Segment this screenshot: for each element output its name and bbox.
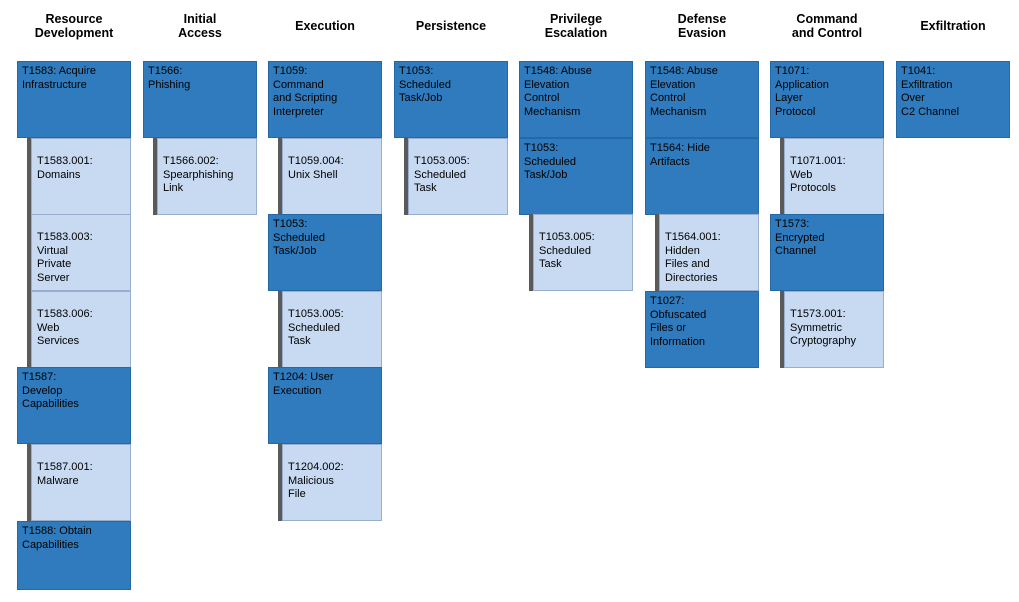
subtechnique-t1587-001[interactable]: T1587.001: Malware bbox=[31, 444, 131, 521]
subtechnique-rail bbox=[27, 138, 31, 368]
subtechnique-t1071-001[interactable]: T1071.001: Web Protocols bbox=[784, 138, 884, 215]
subtechnique-t1053-005[interactable]: T1053.005: Scheduled Task bbox=[408, 138, 508, 215]
subtechnique-rail bbox=[27, 444, 31, 521]
technique-t1564[interactable]: T1564: Hide Artifacts bbox=[645, 138, 759, 215]
subtechnique-rail bbox=[404, 138, 408, 215]
technique-t1204[interactable]: T1204: User Execution bbox=[268, 367, 382, 444]
subtechnique-t1059-004[interactable]: T1059.004: Unix Shell bbox=[282, 138, 382, 215]
technique-t1587[interactable]: T1587: Develop Capabilities bbox=[17, 367, 131, 444]
tactic-header-resource-development: Resource Development bbox=[34, 12, 114, 40]
technique-t1041[interactable]: T1041: Exfiltration Over C2 Channel bbox=[896, 61, 1010, 138]
technique-t1566[interactable]: T1566: Phishing bbox=[143, 61, 257, 138]
subtechnique-rail bbox=[153, 138, 157, 215]
subtechnique-t1573-001[interactable]: T1573.001: Symmetric Cryptography bbox=[784, 291, 884, 368]
subtechnique-t1564-001[interactable]: T1564.001: Hidden Files and Directories bbox=[659, 214, 759, 291]
tactic-header-privilege-escalation: Privilege Escalation bbox=[544, 12, 608, 40]
technique-t1548[interactable]: T1548: Abuse Elevation Control Mechanism bbox=[519, 61, 633, 138]
subtechnique-rail bbox=[529, 214, 533, 291]
tactic-header-initial-access: Initial Access bbox=[178, 12, 222, 40]
subtechnique-t1583-006[interactable]: T1583.006: Web Services bbox=[31, 291, 131, 368]
tactic-header-command-and-control: Command and Control bbox=[791, 12, 863, 40]
subtechnique-t1204-002[interactable]: T1204.002: Malicious File bbox=[282, 444, 382, 521]
technique-t1573[interactable]: T1573: Encrypted Channel bbox=[770, 214, 884, 291]
subtechnique-t1053-005[interactable]: T1053.005: Scheduled Task bbox=[282, 291, 382, 368]
subtechnique-t1583-001[interactable]: T1583.001: Domains bbox=[31, 138, 131, 215]
subtechnique-t1583-003[interactable]: T1583.003: Virtual Private Server bbox=[31, 214, 131, 291]
technique-t1027[interactable]: T1027: Obfuscated Files or Information bbox=[645, 291, 759, 368]
subtechnique-rail bbox=[278, 444, 282, 521]
subtechnique-rail bbox=[780, 138, 784, 215]
technique-t1059[interactable]: T1059: Command and Scripting Interpreter bbox=[268, 61, 382, 138]
technique-t1583[interactable]: T1583: Acquire Infrastructure bbox=[17, 61, 131, 138]
subtechnique-rail bbox=[278, 291, 282, 368]
technique-t1588[interactable]: T1588: Obtain Capabilities bbox=[17, 521, 131, 590]
subtechnique-rail bbox=[780, 291, 784, 368]
tactic-header-execution: Execution bbox=[295, 19, 355, 33]
subtechnique-rail bbox=[278, 138, 282, 215]
tactic-header-defense-evasion: Defense Evasion bbox=[677, 12, 727, 40]
tactic-header-persistence: Persistence bbox=[415, 19, 487, 33]
subtechnique-rail bbox=[655, 214, 659, 291]
technique-t1071[interactable]: T1071: Application Layer Protocol bbox=[770, 61, 884, 138]
tactic-header-exfiltration: Exfiltration bbox=[920, 19, 986, 33]
technique-t1548[interactable]: T1548: Abuse Elevation Control Mechanism bbox=[645, 61, 759, 138]
subtechnique-t1566-002[interactable]: T1566.002: Spearphishing Link bbox=[157, 138, 257, 215]
subtechnique-t1053-005[interactable]: T1053.005: Scheduled Task bbox=[533, 214, 633, 291]
technique-t1053[interactable]: T1053: Scheduled Task/Job bbox=[268, 214, 382, 291]
technique-t1053[interactable]: T1053: Scheduled Task/Job bbox=[394, 61, 508, 138]
technique-t1053[interactable]: T1053: Scheduled Task/Job bbox=[519, 138, 633, 215]
